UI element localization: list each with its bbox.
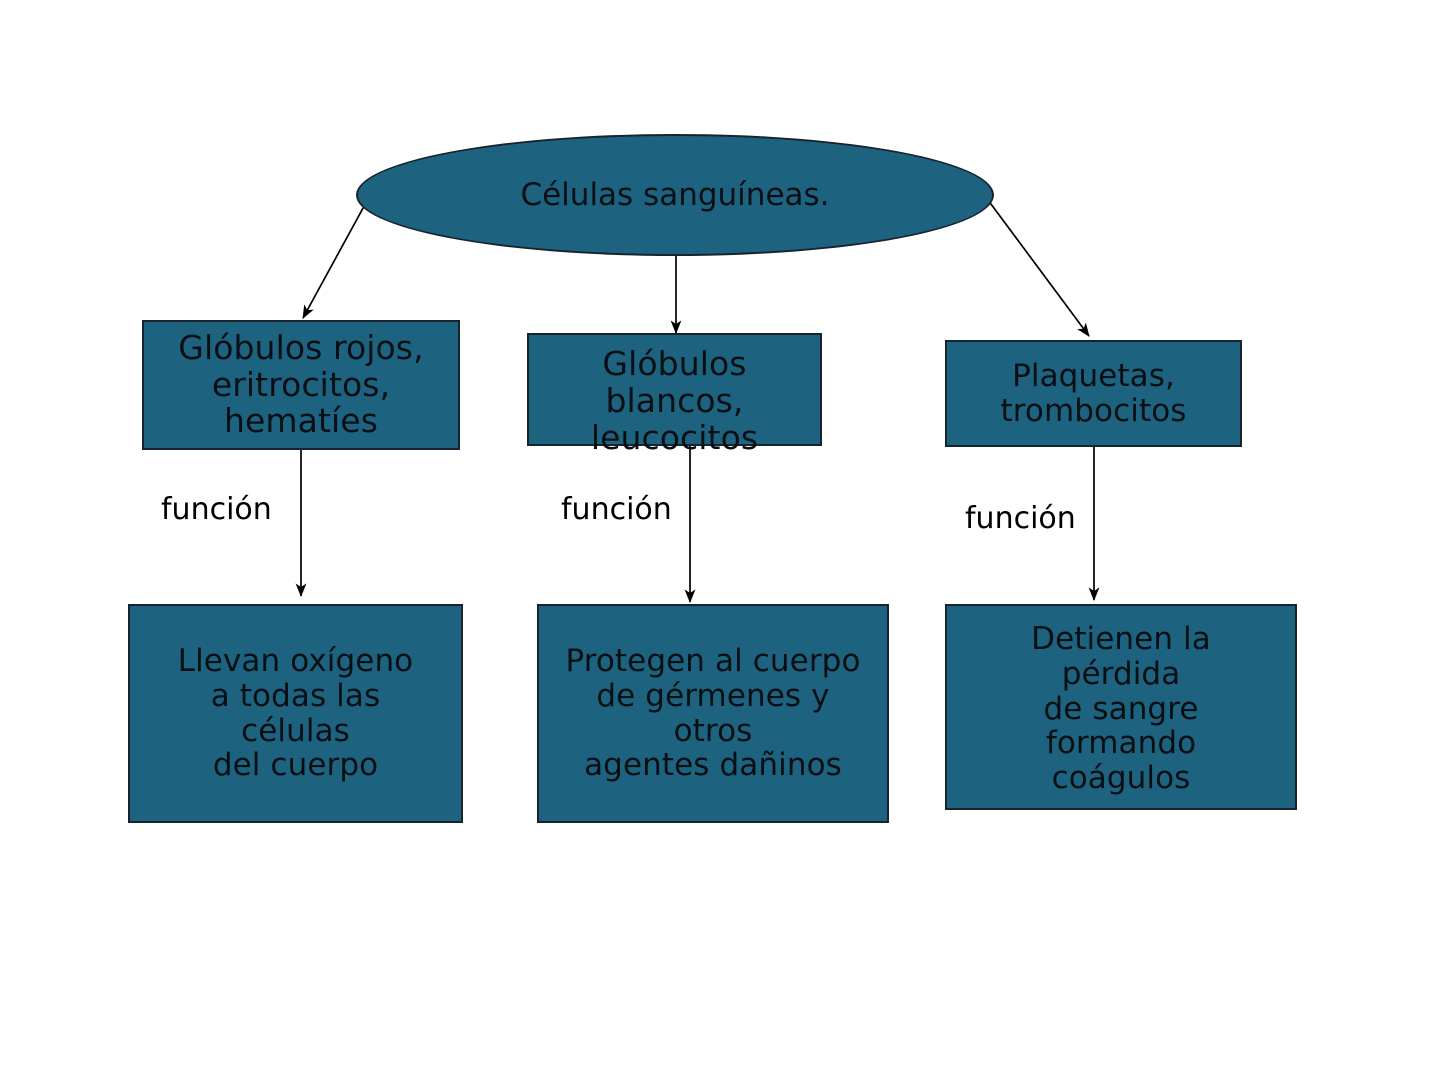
node-red-blood-cells[interactable]: Glóbulos rojos, eritrocitos, hematíes — [142, 320, 460, 450]
node-platelets-function[interactable]: Detienen la pérdida de sangre formando c… — [945, 604, 1297, 810]
node-platelets-label: Plaquetas, trombocitos — [1000, 357, 1187, 429]
node-blood-cells[interactable]: Células sanguíneas. — [356, 134, 994, 256]
node-platelets-function-label: Detienen la pérdida de sangre formando c… — [1031, 621, 1211, 797]
edge-root-to-red — [302, 198, 369, 319]
node-white-blood-cells-function[interactable]: Protegen al cuerpo de gérmenes y otros a… — [537, 604, 889, 823]
edge-label-red-function: función — [161, 492, 272, 527]
edge-root-to-platelets — [984, 195, 1090, 337]
edge-label-platelets-function: función — [965, 501, 1076, 536]
node-red-blood-cells-label: Glóbulos rojos, eritrocitos, hematíes — [178, 327, 424, 441]
node-white-blood-cells[interactable]: Glóbulos blancos, leucocitos — [527, 333, 822, 456]
node-white-blood-cells-label: Glóbulos blancos, leucocitos — [590, 344, 759, 457]
node-red-blood-cells-function[interactable]: Llevan oxígeno a todas las células del c… — [128, 604, 463, 823]
edge-label-white-function: función — [561, 492, 672, 527]
node-red-blood-cells-function-label: Llevan oxígeno a todas las células del c… — [177, 643, 414, 784]
node-blood-cells-label: Células sanguíneas. — [520, 177, 830, 213]
node-white-blood-cells-function-label: Protegen al cuerpo de gérmenes y otros a… — [565, 643, 861, 784]
node-platelets[interactable]: Plaquetas, trombocitos — [945, 340, 1242, 447]
